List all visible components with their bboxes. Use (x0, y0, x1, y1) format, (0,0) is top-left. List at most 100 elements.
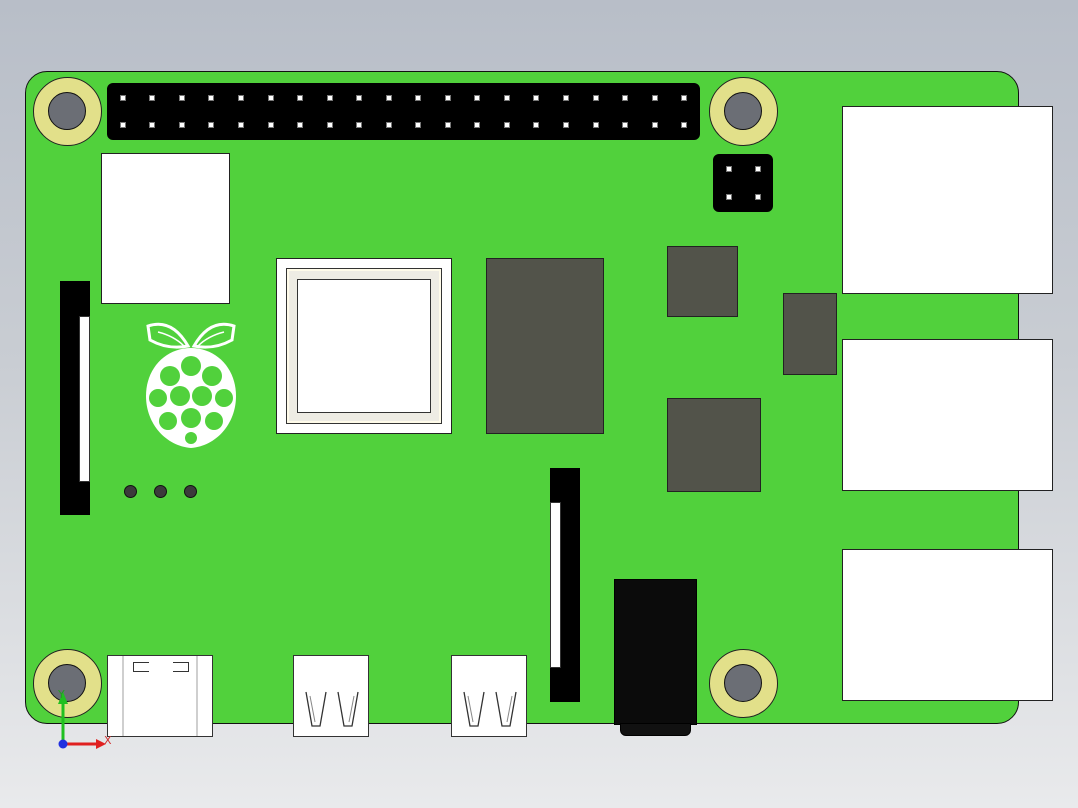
usb-port-lower[interactable] (842, 339, 1053, 491)
header-pin (640, 112, 670, 140)
ethernet-port[interactable] (842, 549, 1053, 701)
header-pin-square (237, 94, 244, 101)
header-pin-square (725, 194, 732, 200)
header-pin-square (681, 122, 688, 129)
header-pin-square (178, 94, 185, 101)
header-pin (640, 84, 670, 112)
usb-c-port-latch-left (133, 662, 149, 672)
header-pin-square (474, 122, 481, 129)
header-pin-square (533, 94, 540, 101)
header-pin (197, 84, 227, 112)
micro-hdmi-port-0[interactable] (293, 655, 369, 737)
small-chip-2[interactable] (783, 293, 837, 375)
raspberry-logo-icon (146, 322, 236, 448)
header-pin-square (563, 122, 570, 129)
header-pin-square (208, 122, 215, 129)
header-pin-square (326, 122, 333, 129)
header-pin-square (208, 94, 215, 101)
header-pin (551, 112, 581, 140)
micro-hdmi-port-1-shape (463, 691, 517, 727)
gpio-header[interactable] (107, 83, 700, 140)
header-pin-square (415, 122, 422, 129)
header-pin (226, 112, 256, 140)
header-pin-square (267, 94, 274, 101)
header-pin-square (725, 166, 732, 172)
small-chip-1[interactable] (667, 246, 738, 317)
header-pin (522, 84, 552, 112)
header-pin-square (385, 122, 392, 129)
usb-c-port[interactable] (107, 655, 213, 737)
header-pin (138, 84, 168, 112)
header-pin-square (267, 122, 274, 129)
header-pin (256, 84, 286, 112)
header-pin-square (149, 122, 156, 129)
header-pin-square (681, 94, 688, 101)
header-pin-square (651, 122, 658, 129)
header-pin (581, 112, 611, 140)
header-pin-square (415, 94, 422, 101)
camera-connector-slot (550, 502, 561, 668)
header-pin (108, 112, 138, 140)
header-pin-square (149, 94, 156, 101)
header-pin (492, 112, 522, 140)
audio-jack-barrel (620, 723, 691, 736)
header-pin-square (533, 122, 540, 129)
header-pin (433, 84, 463, 112)
header-pin (167, 84, 197, 112)
wireless-module[interactable] (101, 153, 230, 304)
header-pin-square (385, 94, 392, 101)
header-pin (403, 84, 433, 112)
header-pin (197, 112, 227, 140)
header-pin (463, 84, 493, 112)
header-pin (669, 112, 699, 140)
header-pin (374, 84, 404, 112)
header-pin (610, 84, 640, 112)
mounting-hole-bottom-left-drill (48, 664, 86, 702)
mounting-hole-top-right-drill (724, 92, 762, 130)
mounting-hole-top-left-drill (48, 92, 86, 130)
header-pin-square (237, 122, 244, 129)
header-pin (492, 84, 522, 112)
status-led-3 (184, 485, 197, 498)
header-pin-square (622, 122, 629, 129)
header-pin (138, 112, 168, 140)
header-pin (285, 84, 315, 112)
axis-y-label: Y (58, 688, 65, 701)
mounting-hole-bottom-right-drill (724, 664, 762, 702)
header-pin (108, 84, 138, 112)
header-pin-square (326, 94, 333, 101)
soc-chip-top (297, 279, 431, 413)
usb-controller-chip[interactable] (667, 398, 761, 492)
header-pin-square (444, 122, 451, 129)
header-pin (463, 112, 493, 140)
ram-chip[interactable] (486, 258, 604, 434)
header-pin-square (592, 122, 599, 129)
header-pin-square (622, 94, 629, 101)
soc-chip[interactable] (276, 258, 452, 434)
header-pin (285, 112, 315, 140)
header-pin (403, 112, 433, 140)
poe-header[interactable] (713, 154, 773, 212)
header-pin-square (563, 94, 570, 101)
header-pin-square (356, 94, 363, 101)
header-pin (743, 155, 772, 183)
micro-hdmi-port-1[interactable] (451, 655, 527, 737)
header-pin-square (119, 94, 126, 101)
header-pin (581, 84, 611, 112)
status-led-1 (124, 485, 137, 498)
status-led-2 (154, 485, 167, 498)
header-pin (714, 183, 743, 211)
usb-c-port-edge-right (196, 656, 198, 736)
header-pin (315, 112, 345, 140)
header-pin-square (503, 94, 510, 101)
usb-c-port-latch-right (173, 662, 189, 672)
usb-port-upper[interactable] (842, 106, 1053, 294)
header-pin-square (754, 194, 761, 200)
header-pin-square (592, 94, 599, 101)
header-pin (167, 112, 197, 140)
header-pin-square (474, 94, 481, 101)
header-pin-square (651, 94, 658, 101)
header-pin-square (119, 122, 126, 129)
audio-jack[interactable] (614, 579, 697, 725)
axis-x-label: X (104, 734, 112, 747)
